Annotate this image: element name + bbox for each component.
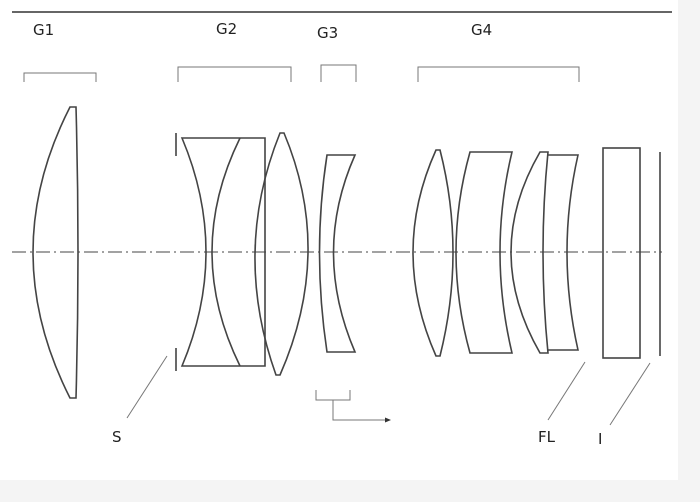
lens-g4-3 — [510, 151, 549, 354]
label-g4: G4 — [471, 21, 493, 39]
label-filter: FL — [538, 428, 555, 446]
label-g1: G1 — [33, 21, 55, 39]
lens-g1 — [32, 106, 79, 399]
lens-g2-cemented-surface — [211, 137, 241, 367]
g1-bracket — [23, 72, 97, 82]
label-g3: G3 — [317, 24, 339, 42]
lens-g4-2 — [455, 151, 514, 354]
g3-bracket — [320, 64, 357, 82]
focus-arrow — [332, 400, 388, 421]
stop-leader — [126, 355, 168, 419]
lens-g4-4 — [548, 154, 580, 351]
g3-movement-bracket — [315, 390, 351, 401]
image-leader — [609, 362, 651, 426]
lens-g2-positive — [254, 132, 309, 376]
lens-g2-negative — [180, 137, 266, 367]
lens-g4-1 — [412, 149, 454, 357]
lens-g3 — [318, 154, 357, 353]
g2-bracket — [177, 66, 292, 82]
arrow-head-icon — [385, 417, 391, 423]
filter-leader — [547, 361, 586, 421]
label-stop: S — [112, 428, 122, 446]
filter-fl — [602, 147, 641, 359]
label-g2: G2 — [216, 20, 238, 38]
label-image-plane: I — [598, 430, 603, 448]
g4-bracket — [417, 66, 580, 82]
